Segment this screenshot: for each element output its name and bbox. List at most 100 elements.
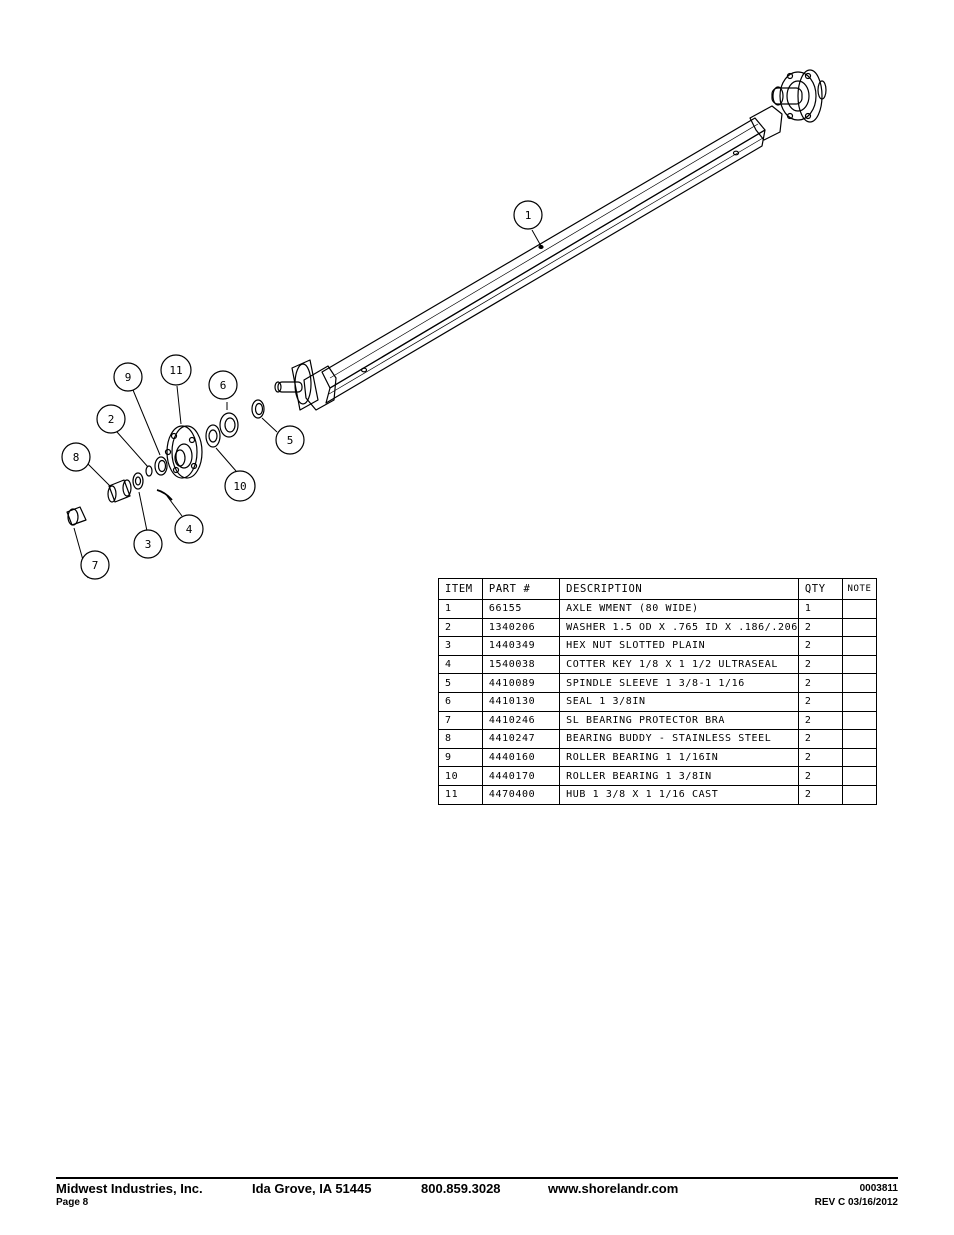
- cell-item: 6: [438, 691, 483, 712]
- cell-description: COTTER KEY 1/8 X 1 1/2 ULTRASEAL: [559, 654, 799, 675]
- svg-text:1: 1: [525, 209, 532, 222]
- header-part: PART #: [481, 578, 561, 600]
- part-cotter-key: [156, 489, 173, 501]
- cell-part: 4410247: [481, 729, 561, 749]
- part-roller-bearing-large: [205, 424, 221, 448]
- callout-3: 3: [133, 529, 163, 559]
- callout-7: 7: [80, 550, 110, 580]
- cell-note: [841, 784, 878, 805]
- callout-1: 1: [513, 200, 543, 230]
- header-description: DESCRIPTION: [559, 578, 799, 600]
- cell-part: 4410246: [481, 710, 561, 731]
- cell-note: [841, 691, 878, 712]
- footer-page-number: Page 8: [56, 1197, 89, 1208]
- cell-item: 2: [438, 617, 483, 638]
- cell-part: 1340206: [481, 617, 561, 638]
- callout-11: 11: [160, 354, 192, 386]
- callout-10: 10: [224, 470, 256, 502]
- cell-item: 9: [438, 747, 483, 768]
- cell-note: [841, 766, 878, 786]
- part-bearing-protector: [66, 506, 87, 526]
- cell-qty: 2: [797, 784, 843, 805]
- part-bearing-buddy: [107, 479, 132, 503]
- cell-description: HEX NUT SLOTTED PLAIN: [559, 636, 799, 656]
- svg-text:7: 7: [92, 559, 99, 572]
- cell-part: 4410130: [481, 691, 561, 712]
- footer-rule: [56, 1177, 898, 1179]
- header-note: NOTE: [841, 578, 878, 600]
- cell-note: [841, 710, 878, 731]
- svg-text:6: 6: [220, 379, 227, 392]
- part-hub: [164, 425, 203, 479]
- svg-text:8: 8: [73, 451, 80, 464]
- cell-part: 4440160: [481, 747, 561, 768]
- cell-note: [841, 729, 878, 749]
- cell-description: BEARING BUDDY - STAINLESS STEEL: [559, 729, 799, 749]
- cell-description: SL BEARING PROTECTOR BRA: [559, 710, 799, 731]
- cell-note: [841, 654, 878, 675]
- footer-phone: 800.859.3028: [421, 1181, 501, 1196]
- cell-qty: 1: [797, 599, 843, 619]
- left-spindle: [274, 359, 319, 411]
- footer-company: Midwest Industries, Inc.: [56, 1181, 203, 1196]
- svg-text:4: 4: [186, 523, 193, 536]
- cell-item: 3: [438, 636, 483, 656]
- cell-note: [841, 747, 878, 768]
- cell-part: 1540038: [481, 654, 561, 675]
- cell-description: WASHER 1.5 OD X .765 ID X .186/.206: [559, 617, 799, 638]
- cell-qty: 2: [797, 691, 843, 712]
- cell-note: [841, 636, 878, 656]
- cell-note: [841, 599, 878, 619]
- cell-item: 7: [438, 710, 483, 731]
- cell-part: 4470400: [481, 784, 561, 805]
- callout-9: 9: [113, 362, 143, 392]
- cell-qty: 2: [797, 766, 843, 786]
- footer-website[interactable]: www.shorelandr.com: [548, 1181, 679, 1196]
- cell-item: 1: [438, 599, 483, 619]
- cell-part: 1440349: [481, 636, 561, 656]
- svg-text:11: 11: [169, 364, 182, 377]
- part-spindle-sleeve: [251, 399, 265, 419]
- callout-6: 6: [208, 370, 238, 400]
- cell-item: 10: [438, 766, 483, 786]
- cell-qty: 2: [797, 654, 843, 675]
- part-washer: [145, 465, 153, 477]
- part-hex-nut: [132, 472, 144, 490]
- cell-description: ROLLER BEARING 1 3/8IN: [559, 766, 799, 786]
- callout-8: 8: [61, 442, 91, 472]
- cell-note: [841, 617, 878, 638]
- part-seal: [219, 412, 239, 438]
- svg-text:10: 10: [233, 480, 246, 493]
- cell-qty: 2: [797, 729, 843, 749]
- callout-4: 4: [174, 514, 204, 544]
- cell-item: 8: [438, 729, 483, 749]
- footer-revision: REV C 03/16/2012: [814, 1197, 898, 1208]
- table-header-row: ITEM PART # DESCRIPTION QTY NOTE: [438, 578, 878, 600]
- cell-description: AXLE WMENT (80 WIDE): [559, 599, 799, 619]
- right-hub-assembly: [771, 69, 827, 123]
- footer-doc-number: 0003811: [859, 1183, 898, 1194]
- cell-description: SEAL 1 3/8IN: [559, 691, 799, 712]
- cell-description: HUB 1 3/8 X 1 1/16 CAST: [559, 784, 799, 805]
- cell-qty: 2: [797, 747, 843, 768]
- cell-part: 4410089: [481, 673, 561, 693]
- footer-location: Ida Grove, IA 51445: [252, 1181, 372, 1196]
- leader-lines: [73, 229, 542, 579]
- cell-description: ROLLER BEARING 1 1/16IN: [559, 747, 799, 768]
- cell-item: 5: [438, 673, 483, 693]
- callout-2: 2: [96, 404, 126, 434]
- svg-text:3: 3: [145, 538, 152, 551]
- svg-text:9: 9: [125, 371, 132, 384]
- cell-qty: 2: [797, 673, 843, 693]
